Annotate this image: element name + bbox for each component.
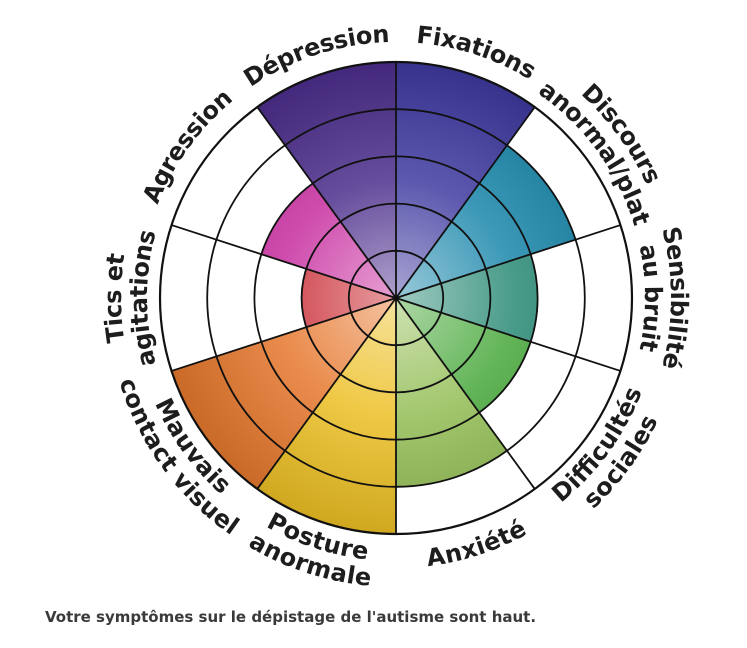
wedge-4: [396, 298, 507, 487]
divider-8: [171, 224, 397, 299]
category-label-2-1: au bruit: [634, 242, 667, 354]
wedge-9: [257, 62, 396, 298]
wedge-5: [257, 298, 396, 534]
wedge-3: [396, 298, 531, 413]
category-label-7-1: agitations: [125, 227, 162, 369]
divider-3: [395, 297, 621, 372]
wedge-6: [171, 298, 396, 489]
category-label-7-0: Tics et: [99, 251, 130, 344]
wedge-2: [396, 254, 538, 342]
divider-9: [256, 106, 397, 299]
wedge-8: [261, 183, 396, 298]
wheel-svg: FixationsDiscoursanormal/platSensibilité…: [99, 20, 693, 592]
wedge-0: [396, 62, 535, 298]
divider-6: [256, 297, 397, 490]
divider-7: [171, 297, 397, 372]
divider-4: [395, 297, 536, 490]
wedge-1: [396, 145, 576, 298]
divider-2: [395, 224, 621, 299]
divider-1: [395, 106, 536, 299]
result-caption: Votre symptômes sur le dépistage de l'au…: [45, 608, 537, 626]
